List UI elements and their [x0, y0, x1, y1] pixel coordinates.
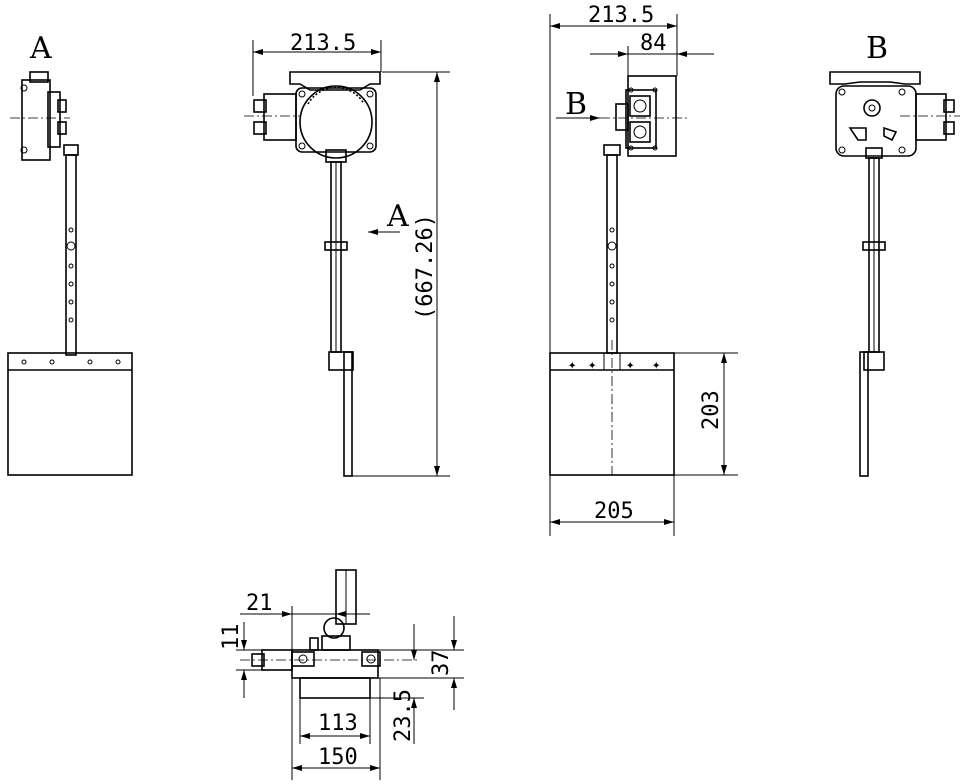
dim-plate-height: 203: [699, 390, 724, 430]
dim-side-width: 213.5: [588, 3, 654, 28]
dim-top-offset: 21: [246, 591, 273, 616]
svg-text:✦: ✦: [652, 357, 661, 373]
dim-top-37: 37: [429, 650, 454, 677]
view-b-label: B: [866, 31, 888, 66]
arrow-a-label: A: [386, 199, 409, 234]
arrow-b-label: B: [565, 87, 587, 122]
svg-text:✦: ✦: [626, 357, 635, 373]
top-view: 21 11 37 23.5 113 150: [219, 569, 464, 780]
view-b: B: [829, 31, 960, 477]
dim-top-150: 150: [318, 745, 358, 770]
view-a-label: A: [29, 31, 52, 66]
svg-text:✦: ✦: [568, 357, 577, 373]
dim-front-width: 213.5: [290, 31, 356, 56]
svg-text:✦: ✦: [588, 357, 597, 373]
dim-plate-width: 205: [594, 499, 634, 524]
dim-top-23: 23.5: [391, 689, 416, 742]
dim-top-small: 11: [219, 624, 244, 651]
dim-top-113: 113: [318, 711, 358, 736]
front-view: 213.5 (667.26) A: [244, 31, 450, 477]
dim-side-box: 84: [640, 31, 667, 56]
view-a: A: [7, 31, 133, 476]
dim-front-height: (667.26): [413, 214, 438, 320]
side-view: ✦ ✦ ✦ ✦ 213.5 84 B 203 205: [549, 3, 738, 536]
